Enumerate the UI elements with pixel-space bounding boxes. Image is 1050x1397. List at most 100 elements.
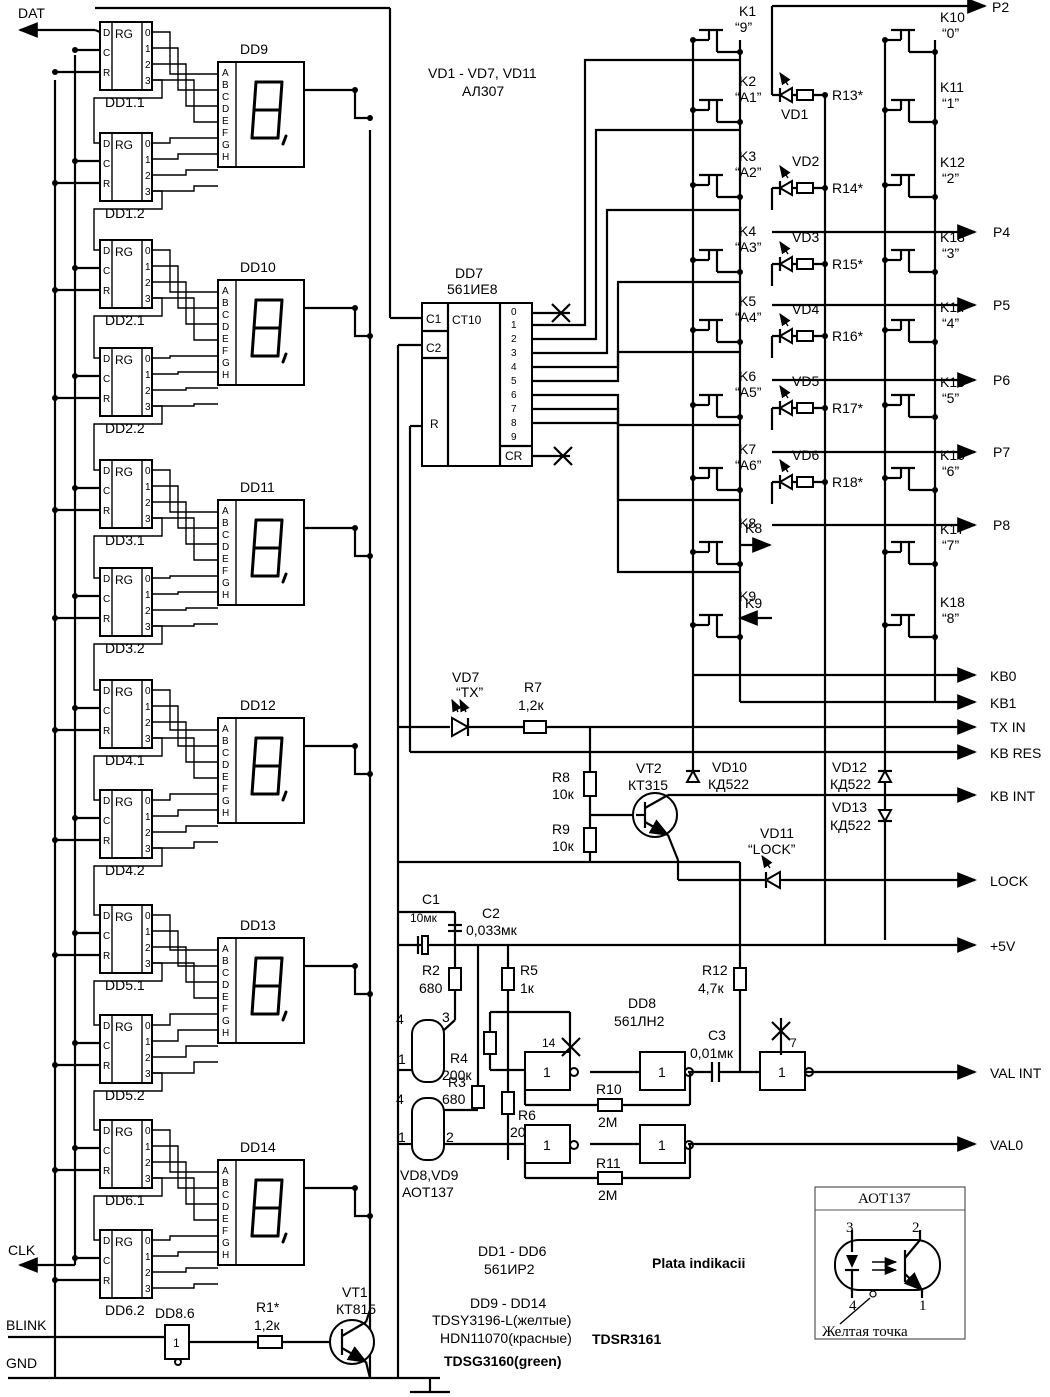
vd10-type: КД522 [708, 776, 749, 792]
register-pin-left: R [103, 614, 110, 625]
key-k4[interactable]: K4“A3” [690, 223, 762, 275]
display-pin: G [222, 1016, 230, 1027]
k9-label: K9 [745, 595, 762, 611]
register-pin-left: R [103, 179, 110, 190]
seven-seg-displays: DD9ABCDEFGHDD10ABCDEFGHDD11ABCDEFGHDD12A… [217, 41, 373, 1266]
c1-label: C1 [422, 891, 440, 907]
key-k12[interactable]: K12“2” [740, 154, 965, 200]
note-disp-4: TDSR3161 [592, 1331, 661, 1347]
key-name: K4 [739, 223, 756, 239]
register-pin-right: 0 [145, 246, 151, 257]
r5-val: 1к [520, 980, 535, 996]
key-sub: “A2” [735, 164, 762, 180]
key-k2[interactable]: K2“A1” [690, 73, 762, 125]
register-pin-right: 2 [145, 60, 151, 71]
key-k8[interactable]: K8 [690, 515, 756, 567]
key-k18[interactable]: K18“8” [882, 594, 965, 640]
display-pin: E [222, 772, 229, 783]
dd8-type: 561ЛН2 [614, 1013, 665, 1029]
led-r: R17* [832, 400, 864, 416]
key-k1[interactable]: K1“9” [690, 3, 756, 55]
gate-label: 1 [543, 1137, 551, 1153]
r2-label: R2 [422, 962, 440, 978]
display-pin: H [222, 590, 229, 601]
r12-val: 4,7к [698, 980, 724, 996]
key-k9[interactable]: K9 [690, 588, 756, 640]
inverter-gate: 1 [524, 1124, 579, 1164]
opto-pin-1a: 1 [398, 1051, 406, 1067]
port-kb0: KB0 [990, 668, 1017, 684]
led-vd: VD4 [792, 301, 819, 317]
inset-title: АОТ137 [858, 1191, 911, 1207]
key-k3[interactable]: K3“A2” [690, 148, 762, 200]
register-pin-right: 3 [145, 734, 151, 745]
display-pin: B [222, 1178, 229, 1189]
vd12-label: VD12 [832, 759, 867, 775]
r1-val: 1,2к [254, 1317, 280, 1333]
vd11-label: VD11 [760, 825, 794, 841]
register-pin-left: D [103, 28, 110, 39]
key-name: K6 [739, 368, 756, 384]
register-pin-left: R [103, 1166, 110, 1177]
gate-label: 1 [658, 1137, 666, 1153]
display-pin: D [222, 760, 229, 771]
display-pin: A [222, 944, 229, 955]
key-k5[interactable]: K5“A4” [690, 293, 762, 345]
r9-label: R9 [552, 821, 570, 837]
display-label: DD13 [240, 917, 276, 933]
register-pin-left: R [103, 1061, 110, 1072]
display-label: DD11 [240, 479, 275, 495]
port-blink: BLINK [6, 1317, 47, 1333]
key-sub: “3” [942, 245, 959, 261]
register-pin-left: D [103, 1236, 110, 1247]
r3-val: 680 [442, 1091, 466, 1107]
register-pin-right: 3 [145, 1069, 151, 1080]
register-pin-right: 1 [145, 262, 151, 273]
key-k17[interactable]: K17“7” [740, 521, 965, 567]
register-pin-left: R [103, 68, 110, 79]
port-kb1: KB1 [990, 695, 1017, 711]
register-pin-left: R [103, 1276, 110, 1287]
c2-val: 0,033мк [466, 922, 518, 938]
register-pin-right: 0 [145, 1236, 151, 1247]
r11-val: 2М [598, 1187, 617, 1203]
key-name: K9 [739, 588, 756, 604]
pin-14: 14 [542, 1036, 556, 1050]
key-k7[interactable]: K7“A6” [690, 441, 762, 493]
aot137-inset: АОТ137 3 2 4 1 Желтая точка [814, 1186, 966, 1340]
register-label: DD5.1 [105, 977, 145, 993]
register-pin-left: C [103, 1146, 110, 1157]
register-pin-right: 2 [145, 828, 151, 839]
note-regs-1: DD1 - DD6 [478, 1243, 547, 1259]
vd7-label: VD7 [452, 669, 479, 685]
opto-pin-4a: 4 [396, 1011, 404, 1027]
register-pin-right: 1 [145, 1037, 151, 1048]
inset-pin-3: 3 [846, 1220, 854, 1236]
r2-val: 680 [419, 980, 443, 996]
display-pin: D [222, 542, 229, 553]
register-label: DD2.1 [105, 312, 145, 328]
r12-label: R12 [702, 962, 728, 978]
register-label: DD6.1 [105, 1192, 145, 1208]
register-pin-left: D [103, 466, 110, 477]
r4-val: 200к [442, 1067, 472, 1083]
register-pin-right: 3 [145, 1174, 151, 1185]
key-k11[interactable]: K11“1” [740, 79, 964, 125]
register-pin-right: 3 [145, 959, 151, 970]
register-pin-right: 3 [145, 514, 151, 525]
key-k6[interactable]: K6“A5” [690, 368, 762, 420]
register-pin-right: 1 [145, 155, 151, 166]
key-k10[interactable]: K10“0” [740, 9, 965, 55]
